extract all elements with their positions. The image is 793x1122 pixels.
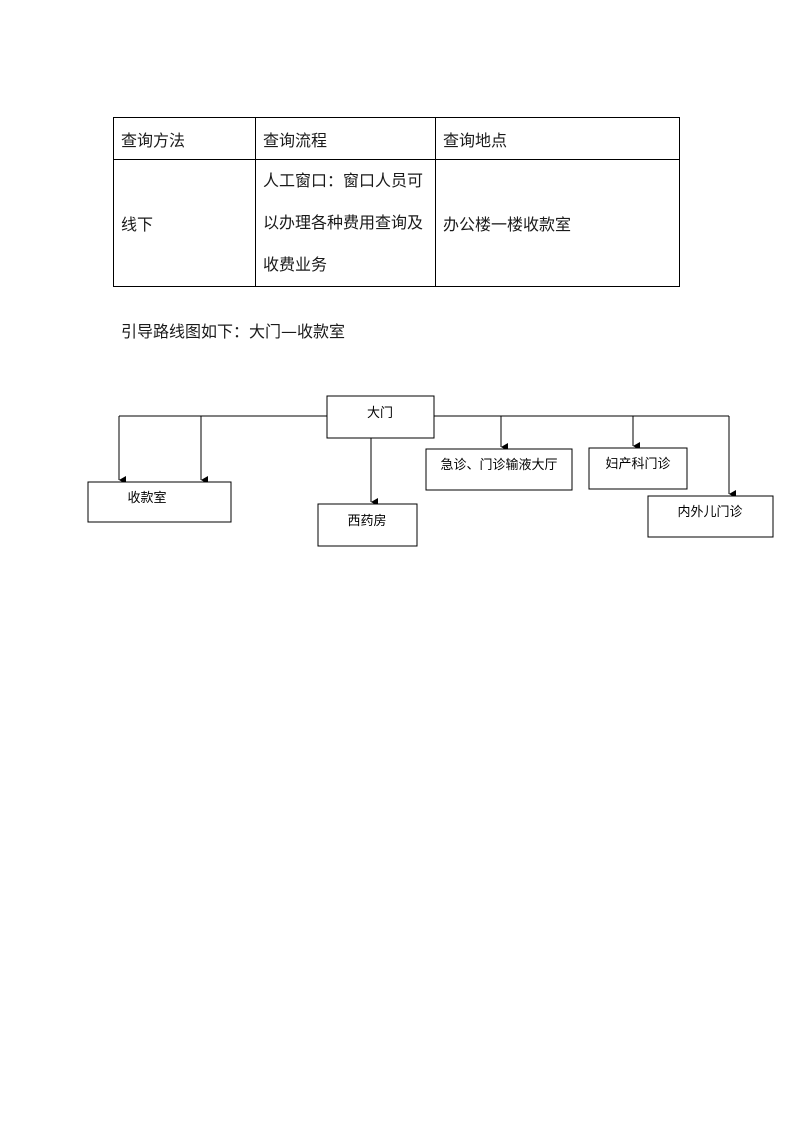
cell-method: 线下 <box>113 159 256 287</box>
node-emergency: 急诊、门诊输液大厅 <box>440 457 557 473</box>
node-box-cashier <box>87 481 232 523</box>
node-box-pharmacy <box>317 503 418 547</box>
node-pharmacy: 西药房 <box>347 513 386 529</box>
route-caption: 引导路线图如下：大门—收款室 <box>121 322 346 341</box>
cell-location: 办公楼一楼收款室 <box>435 159 680 287</box>
connectors <box>118 415 736 506</box>
header-method: 查询方法 <box>113 117 256 160</box>
query-table: 查询方法 查询流程 查询地点 线下 人工窗口：窗口人员可 以办理各种费用查询及 … <box>113 117 680 287</box>
table-header-row: 查询方法 查询流程 查询地点 <box>113 117 680 160</box>
header-flow: 查询流程 <box>255 117 436 160</box>
node-box-gate <box>326 395 435 439</box>
node-box-emergency <box>425 448 573 491</box>
table-row: 线下 人工窗口：窗口人员可 以办理各种费用查询及 收费业务 办公楼一楼收款室 <box>113 159 680 287</box>
node-box-gynecology <box>588 447 688 490</box>
node-outpatient: 内外儿门诊 <box>677 504 742 520</box>
flow-line-3: 收费业务 <box>263 255 328 274</box>
flow-line-2: 以办理各种费用查询及 <box>263 213 424 232</box>
flow-line-1: 人工窗口：窗口人员可 <box>263 171 424 190</box>
node-gate: 大门 <box>367 406 393 421</box>
node-gynecology: 妇产科门诊 <box>605 456 670 472</box>
node-box-outpatient <box>647 495 774 538</box>
node-cashier: 收款室 <box>127 490 166 506</box>
